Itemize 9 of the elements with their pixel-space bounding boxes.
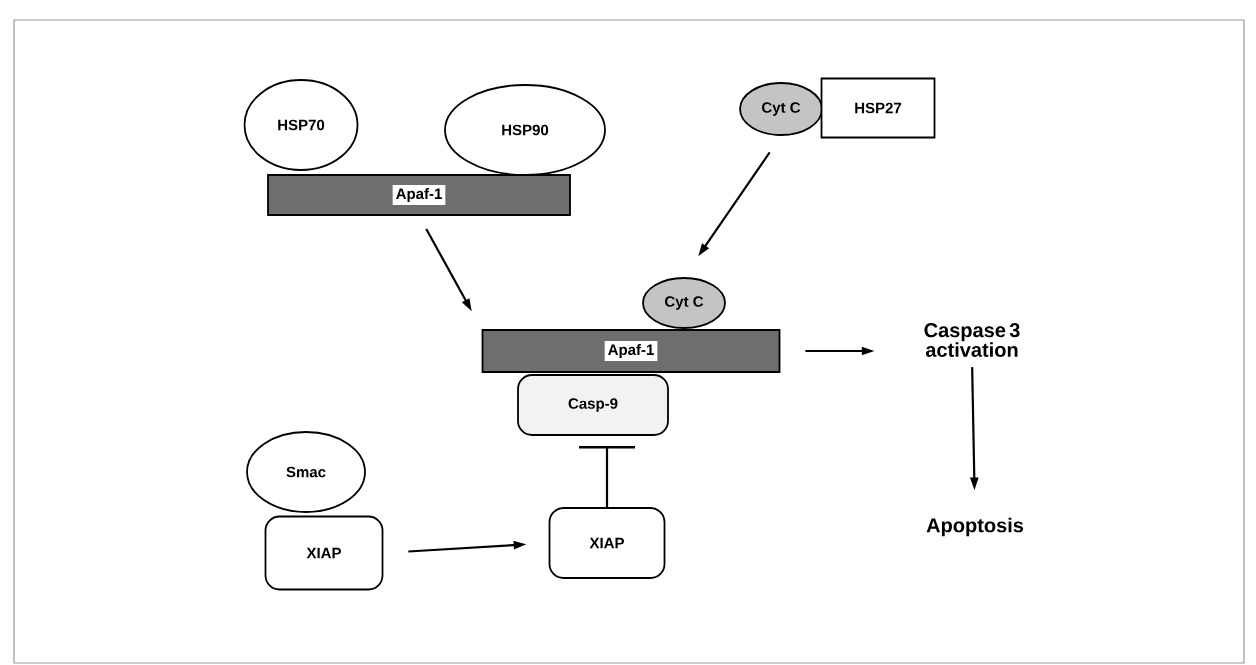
protein-bar: Apaf-1	[481, 329, 781, 373]
process-label: Caspase 3 activation	[924, 323, 1020, 357]
rounded-box: Casp-9	[517, 374, 669, 436]
rounded-box: XIAP	[548, 507, 666, 579]
process-label: Apoptosis	[926, 517, 1024, 537]
rounded-box: XIAP	[264, 515, 384, 591]
protein-box: HSP27	[820, 77, 936, 139]
protein-bar: Apaf-1	[267, 174, 571, 216]
inhibition-line	[579, 445, 635, 508]
